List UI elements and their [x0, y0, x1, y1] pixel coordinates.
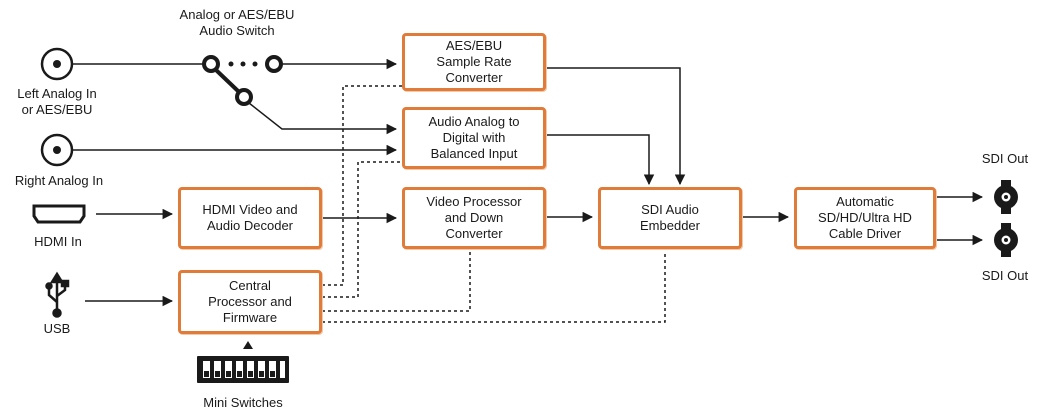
sdi-out-top-label: SDI Out	[981, 151, 1029, 166]
audio-switch-icon	[72, 55, 283, 106]
right-analog-in-label: Right Analog In	[14, 173, 104, 188]
cable-driver-box: Automatic SD/HD/Ultra HD Cable Driver	[794, 187, 936, 249]
hdmi-port-icon	[32, 204, 86, 224]
left-analog-bnc-icon	[40, 47, 74, 81]
control-lines	[322, 85, 666, 323]
left-analog-in-label: Left Analog In or AES/EBU	[17, 86, 97, 117]
usb-icon	[45, 271, 70, 318]
sdi-audio-embedder-box: SDI Audio Embedder	[598, 187, 742, 249]
audio-switch-label: Analog or AES/EBU Audio Switch	[179, 7, 295, 38]
hdmi-in-label: HDMI In	[34, 234, 82, 249]
dip-switch-icon	[197, 341, 289, 383]
right-analog-bnc-icon	[40, 133, 74, 167]
aes-ebu-converter-box: AES/EBU Sample Rate Converter	[402, 33, 546, 91]
central-processor-box: Central Processor and Firmware	[178, 270, 322, 334]
usb-label: USB	[43, 321, 71, 336]
sdi-out-bottom-label: SDI Out	[981, 268, 1029, 283]
sdi-out-bottom-connector-icon	[994, 223, 1018, 257]
mini-switches-label: Mini Switches	[203, 395, 283, 410]
video-processor-box: Video Processor and Down Converter	[402, 187, 546, 249]
sdi-out-top-connector-icon	[994, 180, 1018, 214]
audio-analog-to-digital-box: Audio Analog to Digital with Balanced In…	[402, 107, 546, 169]
hdmi-video-audio-decoder-box: HDMI Video and Audio Decoder	[178, 187, 322, 249]
